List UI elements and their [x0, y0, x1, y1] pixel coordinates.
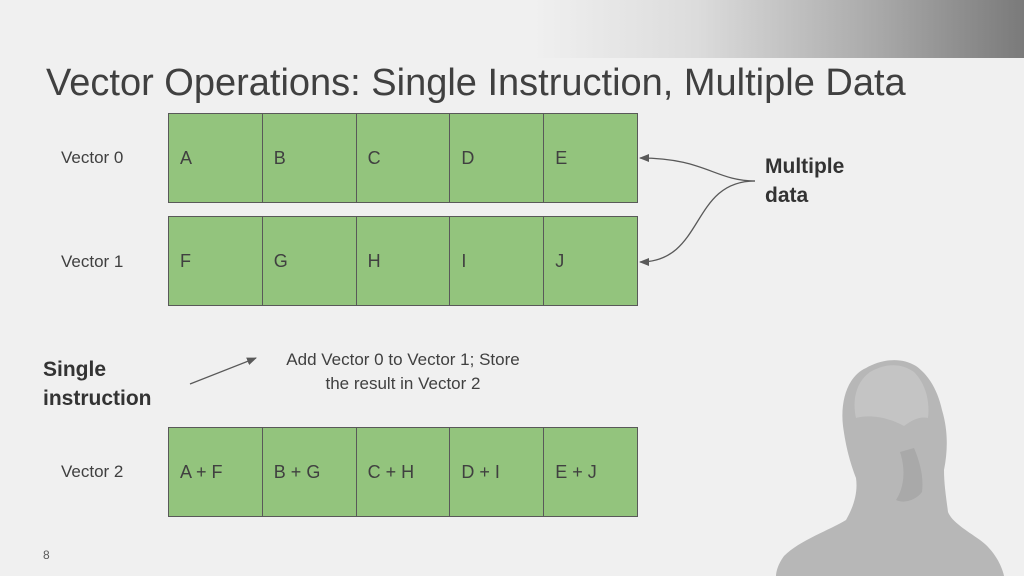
instruction-line1: Add Vector 0 to Vector 1; Store	[286, 350, 520, 369]
vector-0-cell: A	[168, 113, 263, 203]
statue-bust-image	[776, 360, 1004, 576]
vector-1-cell: J	[544, 216, 638, 306]
vector-2-cell: D + I	[450, 427, 545, 517]
single-instruction-arrow	[189, 357, 257, 385]
vector-2-cell: A + F	[168, 427, 263, 517]
vector-1-cell: F	[168, 216, 263, 306]
single-instruction-callout: Single instruction	[43, 355, 152, 413]
top-gradient-band	[0, 0, 1024, 58]
vector-1-cell: H	[356, 216, 451, 306]
instruction-text: Add Vector 0 to Vector 1; Store the resu…	[258, 348, 548, 396]
vector-2-label: Vector 2	[61, 462, 124, 481]
vector-0-cell: C	[356, 113, 451, 203]
vector-1-row: F G H I J	[168, 216, 638, 306]
vector-1-cell: G	[262, 216, 357, 306]
single-instruction-line2: instruction	[43, 387, 152, 410]
vector-2-cell: C + H	[356, 427, 451, 517]
vector-2-cell: E + J	[544, 427, 638, 517]
vector-2-cell: B + G	[262, 427, 357, 517]
multiple-data-line1: Multiple	[765, 155, 845, 178]
multiple-data-callout: Multiple data	[765, 152, 844, 210]
single-instruction-line1: Single	[43, 358, 107, 381]
vector-0-row: A B C D E	[168, 113, 638, 203]
multiple-data-arrow-top	[639, 154, 756, 182]
vector-1-cell: I	[450, 216, 545, 306]
page-number: 8	[43, 548, 50, 562]
slide-title: Vector Operations: Single Instruction, M…	[46, 62, 906, 104]
multiple-data-arrow-bottom	[639, 180, 756, 266]
vector-2-row: A + F B + G C + H D + I E + J	[168, 427, 638, 517]
vector-0-cell: B	[262, 113, 357, 203]
instruction-line2: the result in Vector 2	[325, 374, 481, 393]
vector-0-label: Vector 0	[61, 148, 124, 167]
vector-0-cell: D	[450, 113, 545, 203]
multiple-data-line2: data	[765, 184, 809, 207]
vector-1-label: Vector 1	[61, 252, 124, 271]
vector-0-cell: E	[544, 113, 638, 203]
